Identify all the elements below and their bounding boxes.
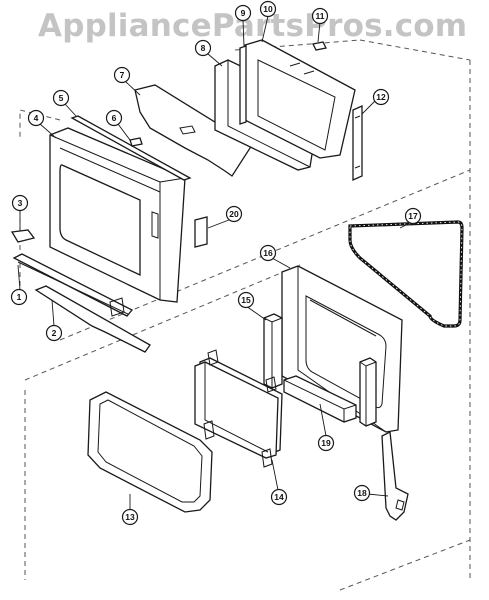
callout-15: 15 xyxy=(237,291,255,309)
callout-4: 4 xyxy=(27,109,45,127)
callout-8: 8 xyxy=(194,39,212,57)
callout-17: 17 xyxy=(404,207,422,225)
svg-text:8: 8 xyxy=(201,43,206,53)
callout-1: 1 xyxy=(10,288,28,306)
callout-2: 2 xyxy=(45,324,63,342)
svg-text:19: 19 xyxy=(321,438,331,448)
svg-text:16: 16 xyxy=(263,248,273,258)
part-11-block xyxy=(312,41,327,51)
callout-14: 14 xyxy=(270,488,288,506)
part-13-gasket-frame xyxy=(87,391,213,513)
part-4-outer-door-panel xyxy=(49,127,186,303)
part-17-door-gasket xyxy=(348,220,464,328)
svg-text:11: 11 xyxy=(316,11,325,21)
part-6-clip xyxy=(129,137,143,147)
svg-text:17: 17 xyxy=(408,211,418,221)
part-14-inner-glass-pack xyxy=(194,349,283,468)
callout-18: 18 xyxy=(353,484,371,502)
svg-text:5: 5 xyxy=(59,93,64,103)
callout-12: 12 xyxy=(372,88,390,106)
svg-text:6: 6 xyxy=(112,113,117,123)
svg-text:13: 13 xyxy=(125,512,135,522)
callout-7: 7 xyxy=(113,66,131,84)
svg-text:12: 12 xyxy=(376,92,386,102)
callout-16: 16 xyxy=(259,244,277,262)
part-2-handle-bracket xyxy=(34,285,151,353)
svg-text:10: 10 xyxy=(263,4,273,14)
svg-text:1: 1 xyxy=(17,292,22,302)
svg-text:9: 9 xyxy=(241,8,246,18)
callout-3: 3 xyxy=(11,194,29,212)
callout-5: 5 xyxy=(52,89,70,107)
part-15-insulation-strip xyxy=(263,313,283,389)
svg-text:20: 20 xyxy=(229,209,239,219)
part-12-bracket xyxy=(352,104,363,182)
part-3-pad xyxy=(10,229,36,243)
callout-6: 6 xyxy=(105,109,123,127)
watermark: AppliancePartsPros.com xyxy=(38,8,468,44)
svg-text:4: 4 xyxy=(34,113,39,123)
part-5-trim-strip xyxy=(70,115,192,181)
callout-11: 11 xyxy=(311,7,329,25)
part-18-side-rail xyxy=(381,430,409,521)
part-19-horizontal-strip xyxy=(283,375,357,423)
svg-text:15: 15 xyxy=(241,295,251,305)
svg-text:7: 7 xyxy=(120,70,125,80)
callout-9: 9 xyxy=(234,4,252,22)
part-7-inner-shield xyxy=(134,84,253,177)
svg-text:3: 3 xyxy=(18,198,23,208)
side-insulation xyxy=(359,357,377,427)
svg-text:2: 2 xyxy=(52,328,57,338)
callout-20: 20 xyxy=(225,205,243,223)
svg-text:18: 18 xyxy=(357,488,367,498)
part-1-handle xyxy=(12,253,134,317)
svg-text:14: 14 xyxy=(274,492,284,502)
part-20-plate xyxy=(194,216,208,248)
callout-10: 10 xyxy=(259,0,277,18)
part-9-side-trim xyxy=(239,45,247,125)
callout-13: 13 xyxy=(121,508,139,526)
callout-19: 19 xyxy=(317,434,335,452)
